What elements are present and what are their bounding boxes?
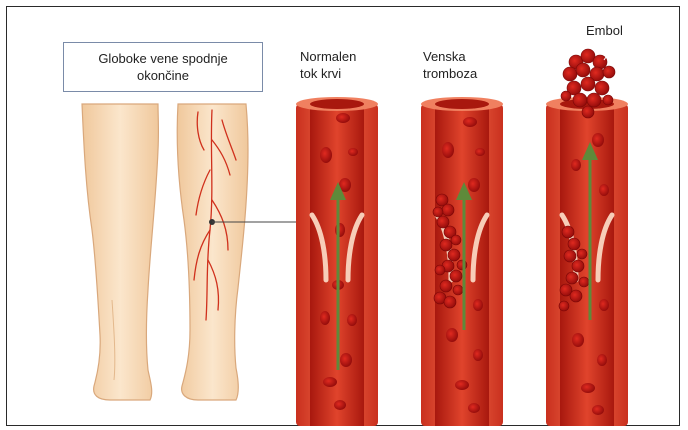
vessel-normal xyxy=(296,97,378,426)
legs-label: Globoke vene spodnje okončine xyxy=(63,42,263,92)
thrombosis-label-line2: tromboza xyxy=(423,65,477,82)
left-leg xyxy=(82,104,158,400)
legs-label-line2: okončine xyxy=(64,67,262,84)
legs-label-line1: Globoke vene spodnje xyxy=(64,50,262,67)
right-leg xyxy=(177,104,248,400)
vessel-thrombosis xyxy=(421,97,503,426)
normal-flow-label-line1: Normalen xyxy=(300,48,356,65)
thrombosis-label-line1: Venska xyxy=(423,48,477,65)
embolus-label-line1: Embol xyxy=(586,22,623,39)
vessel-embolus xyxy=(546,42,628,426)
normal-flow-label-line2: tok krvi xyxy=(300,65,356,82)
embolus-label: Embol xyxy=(586,22,623,39)
normal-flow-label: Normalen tok krvi xyxy=(300,48,356,82)
thrombosis-label: Venska tromboza xyxy=(423,48,477,82)
